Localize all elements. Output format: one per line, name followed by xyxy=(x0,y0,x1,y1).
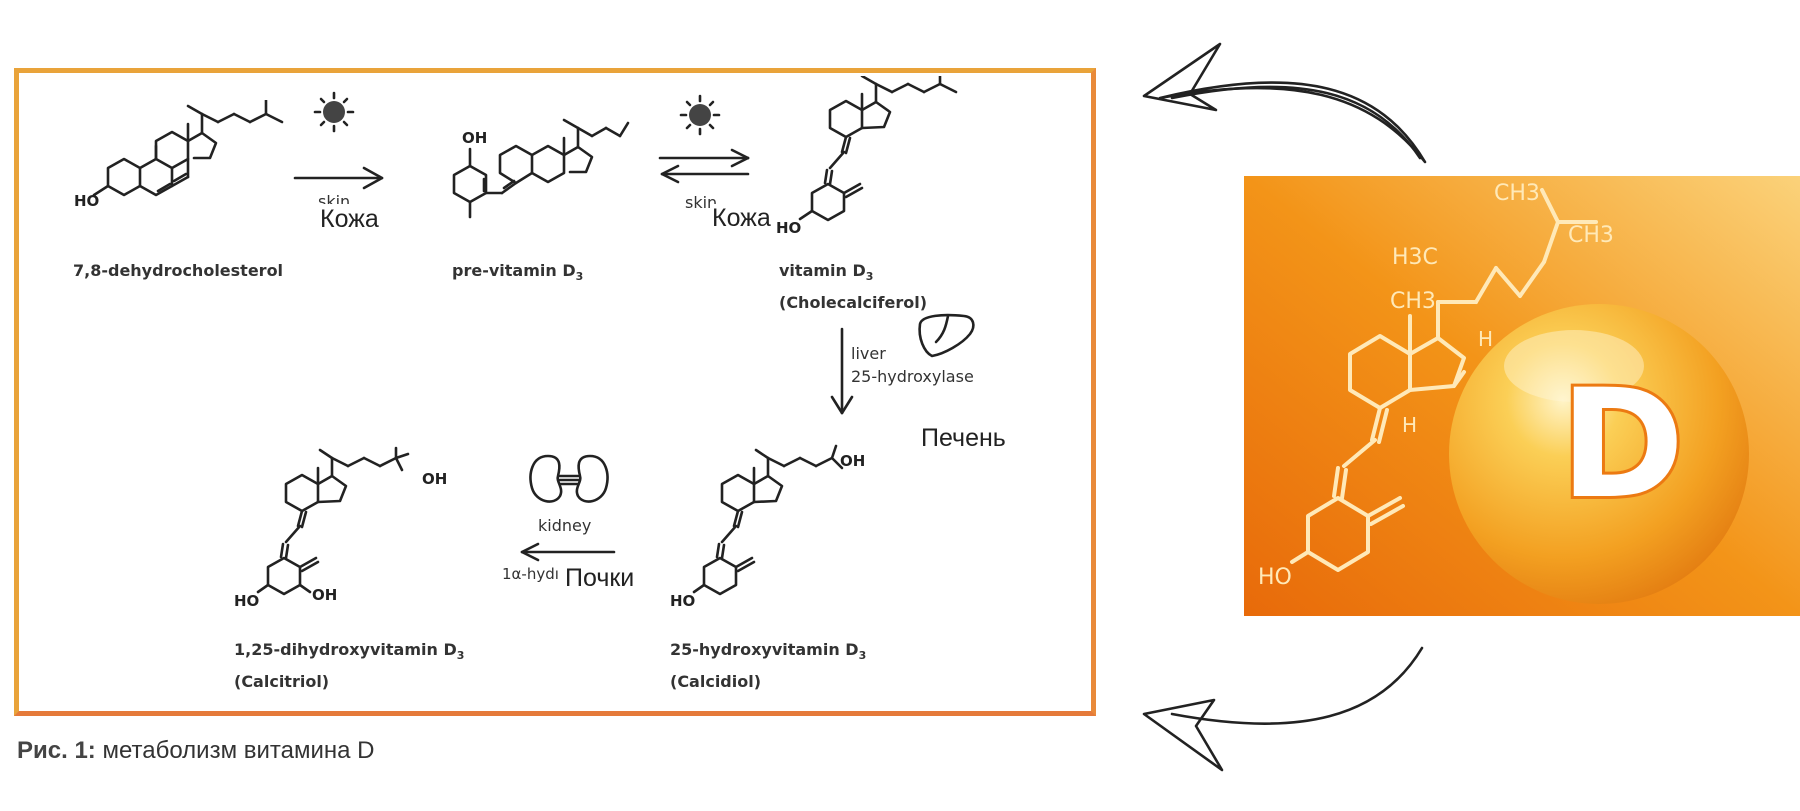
sun-icon xyxy=(679,94,721,136)
compound-label-25-hydroxyvitamin-d3: 25-hydroxyvitamin D3 (Calcidiol) xyxy=(670,637,866,695)
compound-alt-name: (Calcitriol) xyxy=(234,672,330,692)
structure-pre-vitamin-d3: OH xyxy=(452,118,630,219)
h3c-label: H3C xyxy=(1392,245,1438,270)
curved-arrow-icon xyxy=(1142,42,1427,164)
compound-name: vitamin D xyxy=(779,261,866,280)
reaction-arrow-1 xyxy=(293,91,384,190)
ho-label: HO xyxy=(776,219,801,237)
ch3-label: CH3 xyxy=(1494,181,1540,206)
step-label-skin-2: skin xyxy=(685,193,718,212)
curved-arrow-icon xyxy=(1142,646,1424,772)
caption-prefix: Рис. 1: xyxy=(17,737,96,764)
caption-text: метаболизм витамина D xyxy=(102,737,375,764)
step-label-kidney: kidney xyxy=(538,516,592,535)
compound-label-1-25-dihydroxyvitamin-d3: 1,25-dihydroxyvitamin D3 (Calcitriol) xyxy=(234,637,464,695)
h-label: H xyxy=(1478,327,1493,351)
compound-label-7-8-dehydrocholesterol: 7,8-dehydrocholesterol xyxy=(73,258,283,284)
step-label-skin: skin xyxy=(318,192,351,204)
reaction-arrow-3 xyxy=(830,327,854,415)
ho-label: HO xyxy=(234,592,259,610)
reaction-arrow-4 xyxy=(520,542,616,562)
structure-1-25-dihydroxyvitamin-d3: OH HO OH xyxy=(234,446,447,610)
compound-alt-name: (Calcidiol) xyxy=(670,672,762,692)
subscript: 3 xyxy=(575,270,584,284)
enzyme-1a-hydroxylase: 1α-hydı xyxy=(502,565,559,583)
compound-name: 1,25-dihydroxyvitamin D xyxy=(234,640,457,659)
compound-name: pre-vitamin D xyxy=(452,261,576,280)
step-label-liver: liver xyxy=(851,344,886,363)
compound-label-vitamin-d3: vitamin D3 (Cholecalciferol) xyxy=(779,258,927,316)
compound-alt-name: (Cholecalciferol) xyxy=(779,293,927,313)
sun-icon xyxy=(313,91,355,133)
figure-caption: Рис. 1: метаболизм витамина D xyxy=(17,737,374,765)
reaction-arrow-2 xyxy=(658,94,750,184)
ho-label: HO xyxy=(74,192,99,210)
oh-label: OH xyxy=(462,129,487,147)
step-label-ru-kidney: Почки xyxy=(563,564,637,593)
structure-7-8-dehydrocholesterol: HO xyxy=(74,100,284,210)
liver-icon xyxy=(918,313,975,358)
subscript: 3 xyxy=(858,649,867,663)
ho-label: HO xyxy=(670,592,695,610)
enzyme-25-hydroxylase: 25-hydroxylase xyxy=(851,367,974,386)
ch3-label: CH3 xyxy=(1390,289,1436,314)
compound-name: 7,8-dehydrocholesterol xyxy=(73,261,284,280)
oh-label: OH xyxy=(312,586,337,604)
compound-name: 25-hydroxyvitamin D xyxy=(670,640,859,659)
ch3-label: CH3 xyxy=(1568,223,1614,248)
kidney-icon xyxy=(529,454,609,503)
pathway-frame xyxy=(14,68,1096,716)
h-label: H xyxy=(1402,413,1417,437)
step-label-ru-skin-2: Кожа xyxy=(710,204,773,233)
ho-label: HO xyxy=(1258,565,1292,590)
structure-vitamin-d3: HO xyxy=(776,76,958,237)
structure-25-hydroxyvitamin-d3: OH HO xyxy=(670,444,865,610)
subscript: 3 xyxy=(456,649,465,663)
step-label-ru-liver: Печень xyxy=(919,424,1008,453)
oh-label: OH xyxy=(840,452,865,470)
vitamin-d-letter: D xyxy=(1560,358,1685,532)
compound-label-pre-vitamin-d3: pre-vitamin D3 xyxy=(452,258,583,290)
subscript: 3 xyxy=(865,270,874,284)
step-label-ru-skin: Кожа xyxy=(318,205,381,234)
vitamin-d-illustration: CH3 CH3 H3C CH3 H H HO D xyxy=(1244,176,1800,616)
oh-label: OH xyxy=(422,470,447,488)
